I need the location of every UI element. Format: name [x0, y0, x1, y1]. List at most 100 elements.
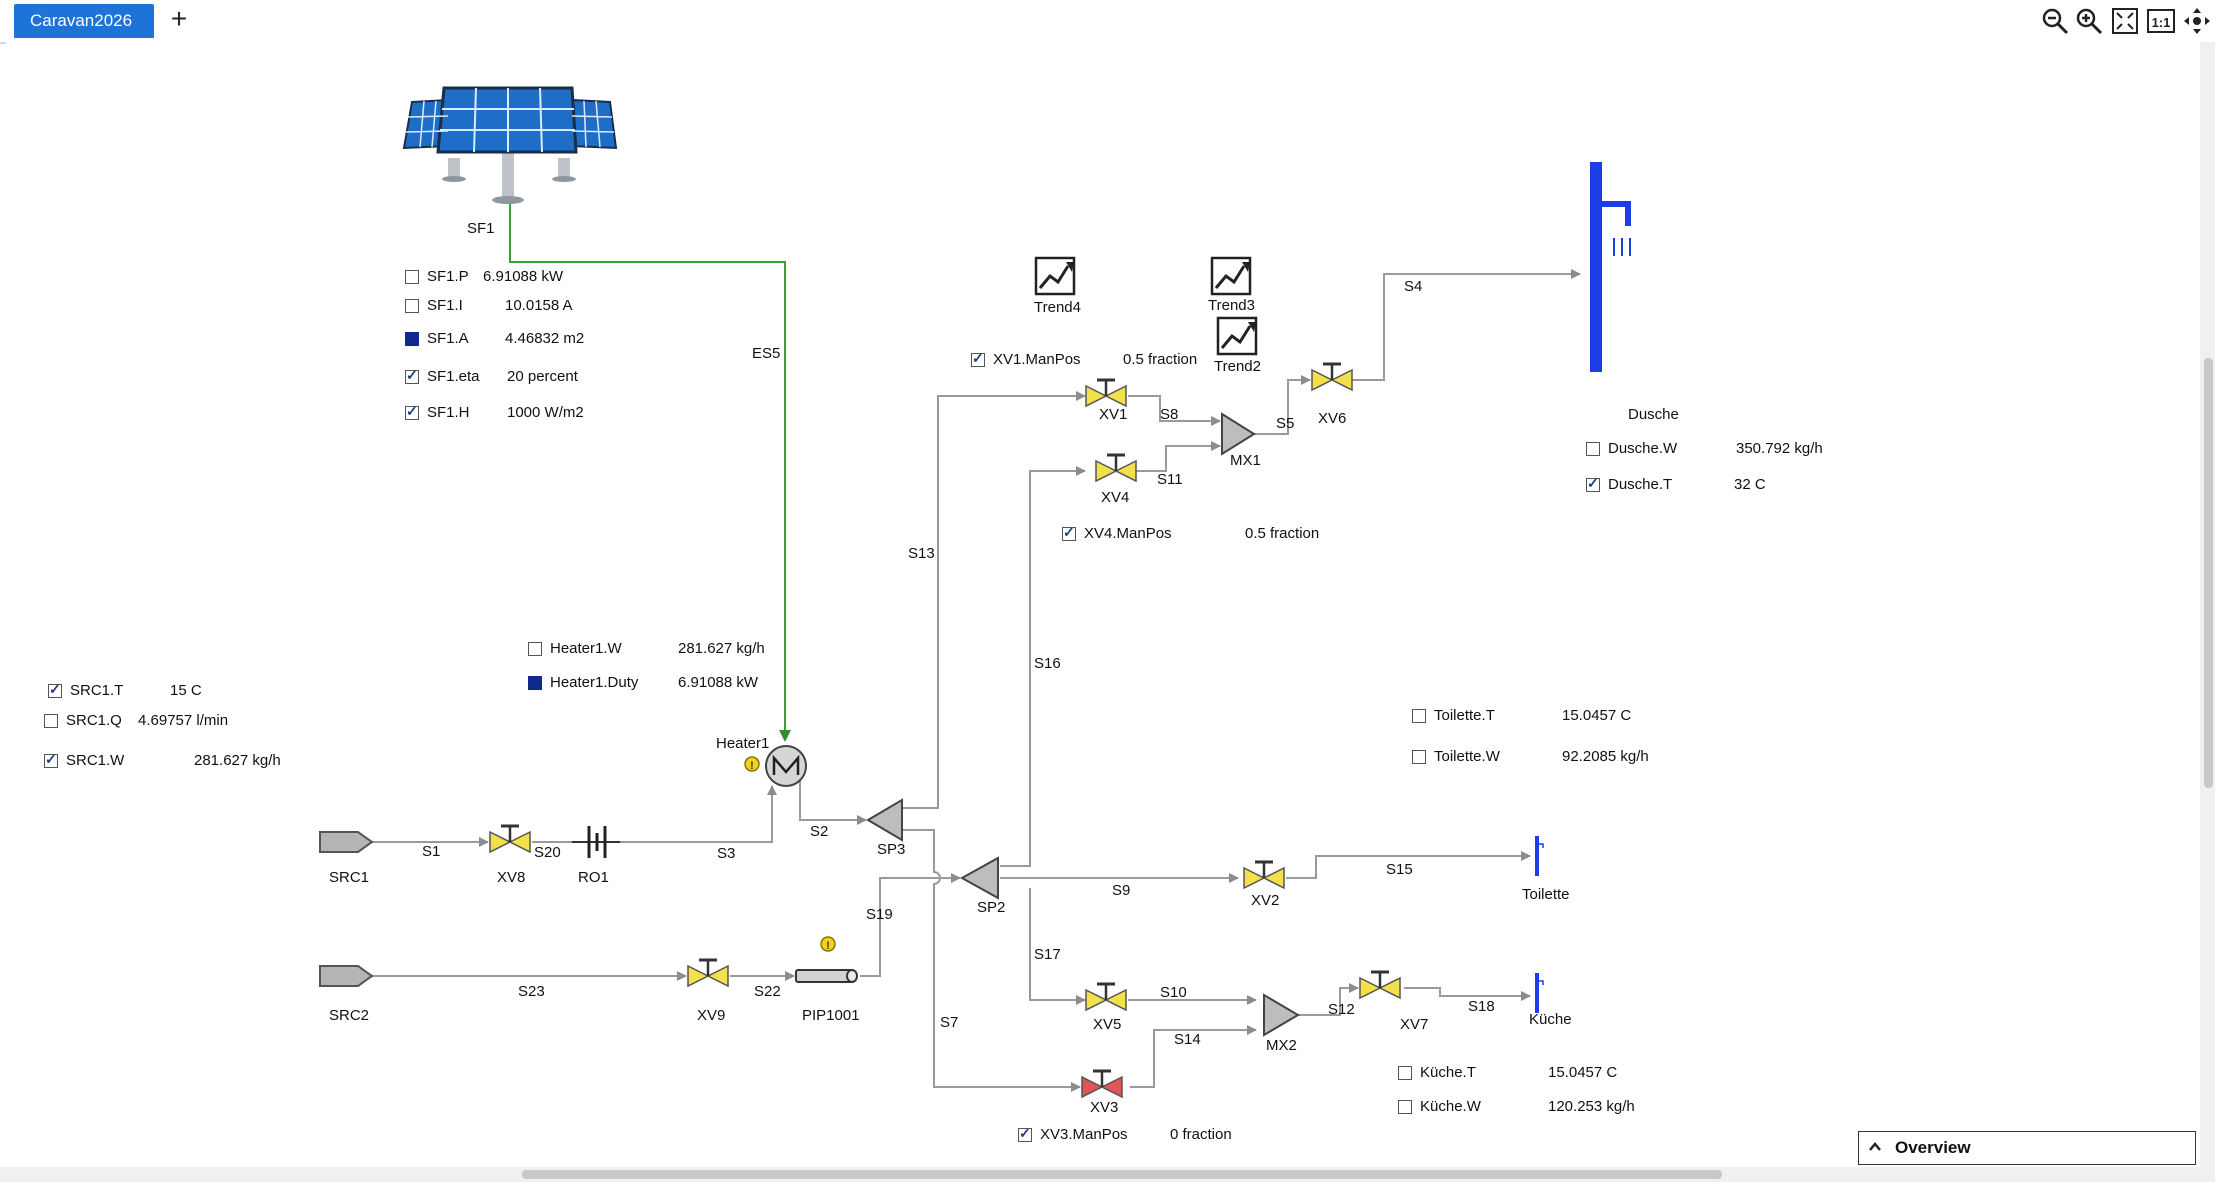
unit-label-xv9: XV9 — [697, 1007, 726, 1024]
property-name: SRC1.T — [70, 682, 124, 699]
property-checkbox[interactable] — [1586, 475, 1600, 492]
property-checkbox[interactable] — [528, 676, 542, 690]
stream-s18[interactable] — [1404, 987, 1531, 1001]
valve-xv3[interactable] — [1081, 1069, 1123, 1099]
overview-panel-toggle[interactable]: Overview — [1858, 1131, 2196, 1165]
stream-s3[interactable] — [620, 785, 777, 843]
zoom-in-icon[interactable] — [2074, 6, 2104, 36]
property-checkbox[interactable] — [1398, 1066, 1412, 1080]
shower-dusche[interactable] — [1590, 162, 1631, 372]
property-checkbox[interactable] — [405, 403, 419, 420]
property-row[interactable]: Dusche.T32 C — [1586, 475, 1826, 496]
property-checkbox[interactable] — [1018, 1125, 1032, 1142]
trend-label[interactable]: Trend2 — [1214, 358, 1261, 375]
property-checkbox[interactable] — [405, 299, 419, 313]
property-checkbox[interactable] — [1398, 1100, 1412, 1114]
property-checkbox[interactable] — [1412, 750, 1426, 764]
stream-s12[interactable] — [1298, 983, 1359, 1016]
horizontal-scrollbar-thumb[interactable] — [522, 1170, 1722, 1179]
valve-xv6[interactable] — [1311, 362, 1353, 392]
stream-label: S12 — [1328, 1001, 1355, 1018]
stream-s4[interactable] — [1352, 269, 1581, 381]
valve-xv4[interactable] — [1095, 453, 1137, 483]
stream-s11[interactable] — [1128, 441, 1221, 472]
vertical-scrollbar-thumb[interactable] — [2204, 358, 2213, 788]
property-checkbox[interactable] — [405, 367, 419, 384]
property-row[interactable]: SRC1.T15 C — [48, 681, 278, 702]
mixer-mx2[interactable] — [1263, 993, 1300, 1037]
source-src1[interactable] — [319, 831, 374, 853]
valve-xv1[interactable] — [1085, 378, 1127, 408]
property-checkbox[interactable] — [971, 350, 985, 367]
splitter-sp2[interactable] — [959, 856, 999, 900]
valve-xv5[interactable] — [1085, 982, 1127, 1012]
valve-xv8[interactable] — [489, 824, 531, 854]
property-checkbox[interactable] — [44, 714, 58, 728]
property-name: Heater1.Duty — [550, 674, 639, 691]
reverse-osmosis-ro1[interactable] — [572, 826, 620, 858]
stream-es5[interactable] — [509, 200, 791, 742]
trend-icon[interactable] — [1034, 256, 1076, 296]
trend-label[interactable]: Trend3 — [1208, 297, 1255, 314]
property-value: 0.5 fraction — [1245, 525, 1320, 542]
stream-s16[interactable] — [1000, 466, 1086, 867]
stream-s2[interactable] — [799, 768, 867, 825]
sink-kueche[interactable] — [1535, 973, 1544, 1013]
chevron-up-icon[interactable] — [1868, 1140, 1882, 1154]
zoom-fit-icon[interactable] — [2110, 6, 2140, 36]
source-src2[interactable] — [319, 965, 374, 987]
property-checkbox[interactable] — [405, 270, 419, 284]
property-checkbox[interactable] — [48, 681, 62, 698]
property-checkbox[interactable] — [405, 332, 419, 346]
stream-s5[interactable] — [1254, 375, 1311, 435]
property-checkbox[interactable] — [1412, 709, 1426, 723]
property-checkbox[interactable] — [1062, 524, 1076, 541]
stream-s13[interactable] — [902, 391, 1086, 809]
solar-field-sf1[interactable] — [402, 86, 618, 204]
trend-label[interactable]: Trend4 — [1034, 299, 1081, 316]
splitter-sp3[interactable] — [866, 798, 903, 842]
valve-xv9[interactable] — [687, 958, 729, 988]
stream-s8[interactable] — [1128, 395, 1221, 426]
tab-caravan2026[interactable]: Caravan2026 — [14, 4, 154, 38]
pan-icon[interactable] — [2182, 6, 2212, 36]
valve-xv2[interactable] — [1243, 860, 1285, 890]
add-tab-button[interactable]: + — [170, 3, 188, 34]
property-value: 350.792 kg/h — [1736, 440, 1823, 457]
pipe-pip1001[interactable] — [795, 969, 858, 983]
valve-xv7[interactable] — [1359, 970, 1401, 1000]
zoom-out-icon[interactable] — [2040, 6, 2070, 36]
stream-s15[interactable] — [1286, 851, 1531, 879]
property-checkbox[interactable] — [1586, 442, 1600, 456]
stream-s17[interactable] — [1029, 888, 1086, 1005]
stream-s14[interactable] — [1130, 1025, 1257, 1088]
trend-icon[interactable] — [1216, 316, 1258, 356]
mixer-mx1[interactable] — [1221, 412, 1256, 456]
sink-toilette[interactable] — [1535, 836, 1544, 876]
property-checkbox[interactable] — [528, 642, 542, 656]
stream-s19[interactable] — [860, 873, 961, 977]
heater-heater1[interactable] — [765, 745, 807, 787]
property-checkbox[interactable] — [44, 751, 58, 768]
zoom-actual-icon[interactable]: 1:1 — [2146, 6, 2176, 36]
flowsheet-canvas[interactable] — [6, 42, 2200, 1167]
trend-icon[interactable] — [1210, 256, 1252, 296]
property-name: SF1.P — [427, 268, 469, 285]
